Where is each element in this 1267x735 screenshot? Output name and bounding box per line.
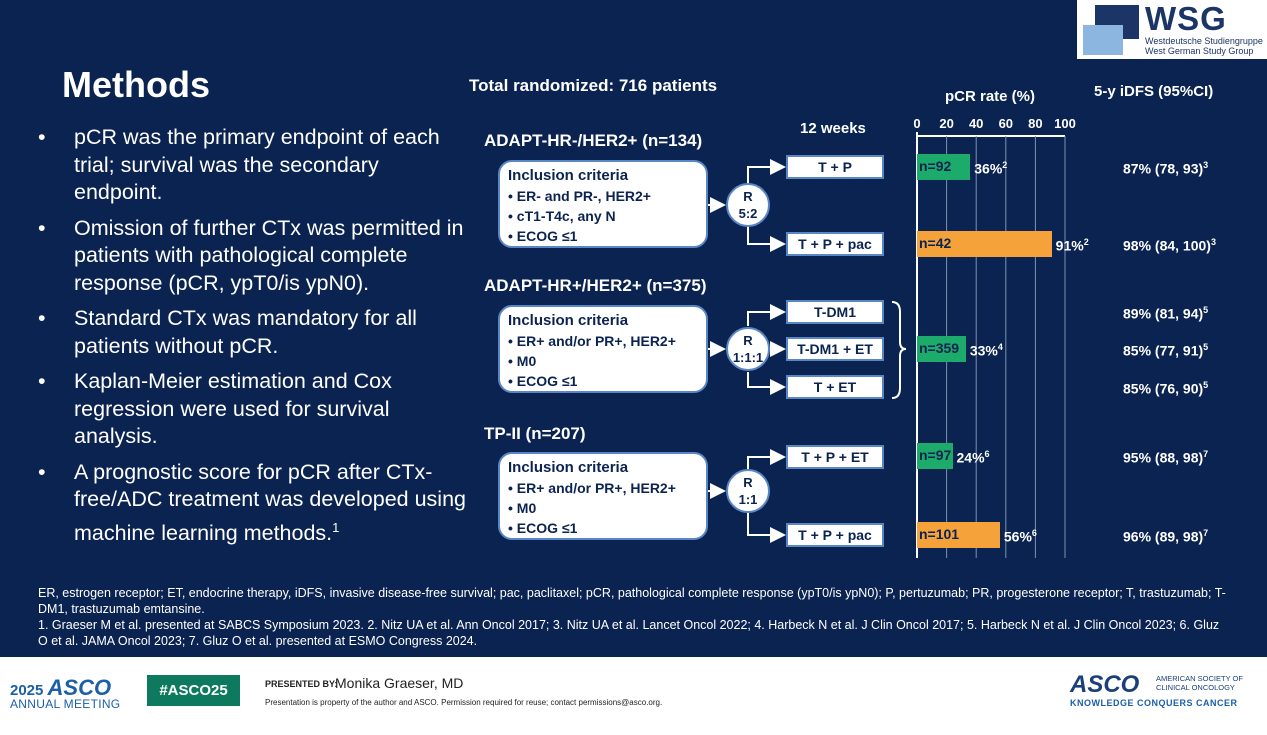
property-notice: Presentation is property of the author a… [265, 698, 663, 707]
idfs-value: 87% (78, 93)3 [1123, 160, 1209, 177]
meeting-subtitle: ANNUAL MEETING [10, 697, 121, 711]
references: 1. Graeser M et al. presented at SABCS S… [38, 618, 1220, 648]
footnotes: ER, estrogen receptor; ET, endocrine the… [38, 585, 1228, 649]
arm-box: T + P [786, 155, 884, 179]
slide: WSG Westdeutsche Studiengruppe West Germ… [0, 0, 1267, 657]
pcr-axis: 0 20 40 60 80 100 [913, 116, 1076, 558]
hashtag-badge: #ASCO25 [147, 675, 240, 706]
idfs-header: 5-y iDFS (95%CI) [1094, 83, 1214, 100]
axis-tick-label: 100 [1054, 116, 1076, 131]
wsg-logo: WSG Westdeutsche Studiengruppe West Germ… [1077, 0, 1267, 59]
pcr-bar: n=42 [917, 231, 1052, 257]
presenter-name: Monika Graeser, MD [335, 675, 464, 691]
inclusion-criteria-box: Inclusion criteria • ER+ and/or PR+, HER… [498, 452, 708, 540]
arm-box: T + P + ET [786, 445, 884, 469]
trial-name-tp-ii: TP-II (n=207) [484, 424, 586, 443]
idfs-value: 98% (84, 100)3 [1123, 237, 1216, 254]
arm-box: T + P + pac [786, 523, 884, 547]
arm-box: T + ET [786, 375, 884, 399]
bullet-item: A prognostic score for pCR after CTx-fre… [38, 459, 468, 548]
pcr-label: 36%2 [974, 160, 1008, 177]
randomization-circle: R 1:1:1 [726, 327, 770, 371]
pcr-label: 24%6 [956, 449, 990, 466]
page-title: Methods [62, 64, 210, 105]
footer-bar: 2025 ASCO ANNUAL MEETING #ASCO25 PRESENT… [0, 657, 1267, 735]
wsg-logo-icon [1083, 5, 1139, 55]
meeting-logo: 2025 ASCO [10, 675, 112, 700]
bullet-item: Kaplan-Meier estimation and Cox regressi… [38, 368, 468, 451]
idfs-value: 95% (88, 98)7 [1123, 449, 1209, 466]
randomization-circle: R 1:1 [726, 469, 770, 513]
weeks-label: 12 weeks [800, 120, 866, 137]
wsg-logo-text: WSG [1145, 0, 1227, 37]
arm-box: T-DM1 + ET [786, 337, 884, 361]
bullet-item: Standard CTx was mandatory for all patie… [38, 305, 468, 360]
arm-box: T + P + pac [786, 232, 884, 256]
pcr-label: 56%6 [1003, 528, 1037, 545]
pcr-rate-header: pCR rate (%) [945, 88, 1036, 105]
pcr-label: 33%4 [969, 342, 1003, 359]
asco-logo: ASCO [1070, 671, 1140, 698]
axis-tick-label: 0 [913, 116, 920, 131]
idfs-value: 85% (77, 91)5 [1123, 342, 1209, 359]
pcr-bar: n=92 [917, 154, 971, 180]
bullet-item: Omission of further CTx was permitted in… [38, 215, 468, 298]
bullet-list: pCR was the primary endpoint of each tri… [38, 124, 468, 555]
arm-box: T-DM1 [786, 300, 884, 324]
pcr-bar: n=97 [917, 443, 953, 469]
total-randomized: Total randomized: 716 patients [469, 76, 718, 95]
idfs-value: 89% (81, 94)5 [1123, 305, 1209, 322]
pcr-bar: n=101 [917, 522, 1000, 548]
randomization-circle: R 5:2 [726, 183, 770, 227]
bullet-item: pCR was the primary endpoint of each tri… [38, 124, 468, 207]
flow-connectors [708, 159, 907, 543]
asco-tagline: KNOWLEDGE CONQUERS CANCER [1070, 698, 1238, 708]
axis-tick-label: 40 [969, 116, 983, 131]
pcr-bar: n=359 [917, 336, 966, 362]
trial-name-adapt-hr-pos: ADAPT-HR+/HER2+ (n=375) [484, 276, 707, 295]
abbreviations: ER, estrogen receptor; ET, endocrine the… [38, 586, 1226, 616]
idfs-value: 85% (76, 90)5 [1123, 380, 1209, 397]
bullet-reference: 1 [332, 519, 340, 535]
asco-org-name: AMERICAN SOCIETY OF CLINICAL ONCOLOGY [1156, 674, 1243, 692]
trial-name-adapt-hr-neg: ADAPT-HR-/HER2+ (n=134) [484, 131, 703, 150]
inclusion-criteria-box: Inclusion criteria • ER+ and/or PR+, HER… [498, 305, 708, 393]
wsg-logo-line2: West German Study Group [1145, 46, 1254, 56]
presented-by-label: PRESENTED BY: [265, 679, 338, 689]
wsg-logo-line1: Westdeutsche Studiengruppe [1145, 36, 1263, 46]
axis-tick-label: 60 [999, 116, 1013, 131]
idfs-value: 96% (89, 98)7 [1123, 528, 1209, 545]
pcr-label: 91%2 [1055, 237, 1089, 254]
inclusion-criteria-box: Inclusion criteria • ER- and PR-, HER2+ … [498, 160, 708, 248]
axis-tick-label: 20 [939, 116, 953, 131]
axis-tick-label: 80 [1028, 116, 1042, 131]
